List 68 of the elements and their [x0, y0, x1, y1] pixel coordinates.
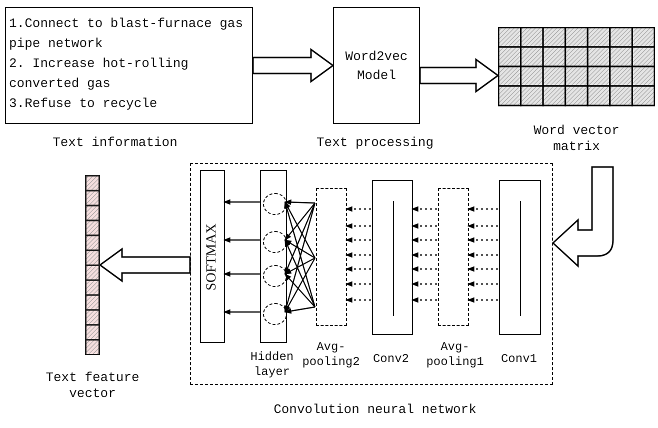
model-box — [333, 7, 420, 124]
neuron — [263, 265, 287, 287]
arrow — [284, 258, 316, 313]
text-box — [5, 7, 253, 124]
arrow — [223, 199, 261, 205]
conv-layer — [372, 180, 413, 335]
arrow — [411, 266, 437, 272]
arrow — [411, 252, 437, 258]
arrow — [467, 297, 498, 303]
arrow — [411, 223, 437, 229]
arrow — [345, 206, 371, 212]
arrow — [345, 266, 371, 272]
arrow — [467, 281, 498, 287]
node-label: Avg-pooling1 — [425, 340, 485, 370]
neuron — [263, 193, 287, 215]
node-text: SOFTMAX — [204, 223, 220, 290]
arrow — [345, 223, 371, 229]
softmax-layer — [200, 170, 225, 343]
arrow — [284, 239, 316, 308]
block-arrow — [419, 58, 500, 93]
arrow — [284, 199, 316, 205]
node-label: Text processing — [315, 135, 435, 151]
block-arrow — [252, 48, 334, 83]
conv-layer — [499, 180, 541, 335]
list-item: 2. Increase hot-rolling converted gas — [9, 55, 190, 93]
node-label: Avg-pooling2 — [301, 340, 361, 370]
node-label: Text information — [52, 135, 178, 151]
arrow — [467, 206, 498, 212]
feature-vector — [85, 175, 100, 355]
node-label: Conv1 — [500, 352, 538, 367]
arrow — [223, 237, 261, 243]
arrow — [284, 257, 316, 275]
arrow — [467, 252, 498, 258]
neuron — [263, 231, 287, 253]
arrow — [467, 223, 498, 229]
list-item: 1.Connect to blast-furnace gas pipe network — [9, 15, 244, 53]
pooling-layer — [438, 188, 469, 326]
pooling-layer — [316, 188, 347, 326]
arrow — [467, 237, 498, 243]
hidden-layer — [260, 170, 287, 343]
neuron — [263, 303, 287, 325]
node-label: Text feature vector — [44, 370, 140, 402]
arrow — [284, 239, 316, 259]
node-label: Hidden layer — [249, 350, 295, 380]
arrow — [345, 281, 371, 287]
arrow — [345, 237, 371, 243]
arrow — [284, 201, 316, 258]
block-arrow — [552, 166, 614, 267]
arrow — [284, 202, 316, 275]
arrow — [411, 297, 437, 303]
arrow — [411, 206, 437, 212]
arrow — [223, 309, 261, 315]
arrow — [467, 266, 498, 272]
node-label: Word vector matrix — [532, 123, 620, 155]
arrow — [345, 252, 371, 258]
list-item: 3.Refuse to recycle — [9, 95, 158, 113]
arrow — [284, 273, 316, 308]
arrow — [284, 306, 316, 314]
node-label: Convolution neural network — [272, 402, 478, 418]
node-text: Word2vec Model — [344, 48, 409, 84]
arrow — [345, 297, 371, 303]
block-arrow — [98, 248, 191, 282]
arrow — [284, 202, 316, 241]
arrow — [223, 271, 261, 277]
arrow — [411, 281, 437, 287]
network-container — [190, 163, 553, 385]
arrow — [411, 237, 437, 243]
node-label: Conv2 — [372, 352, 410, 367]
